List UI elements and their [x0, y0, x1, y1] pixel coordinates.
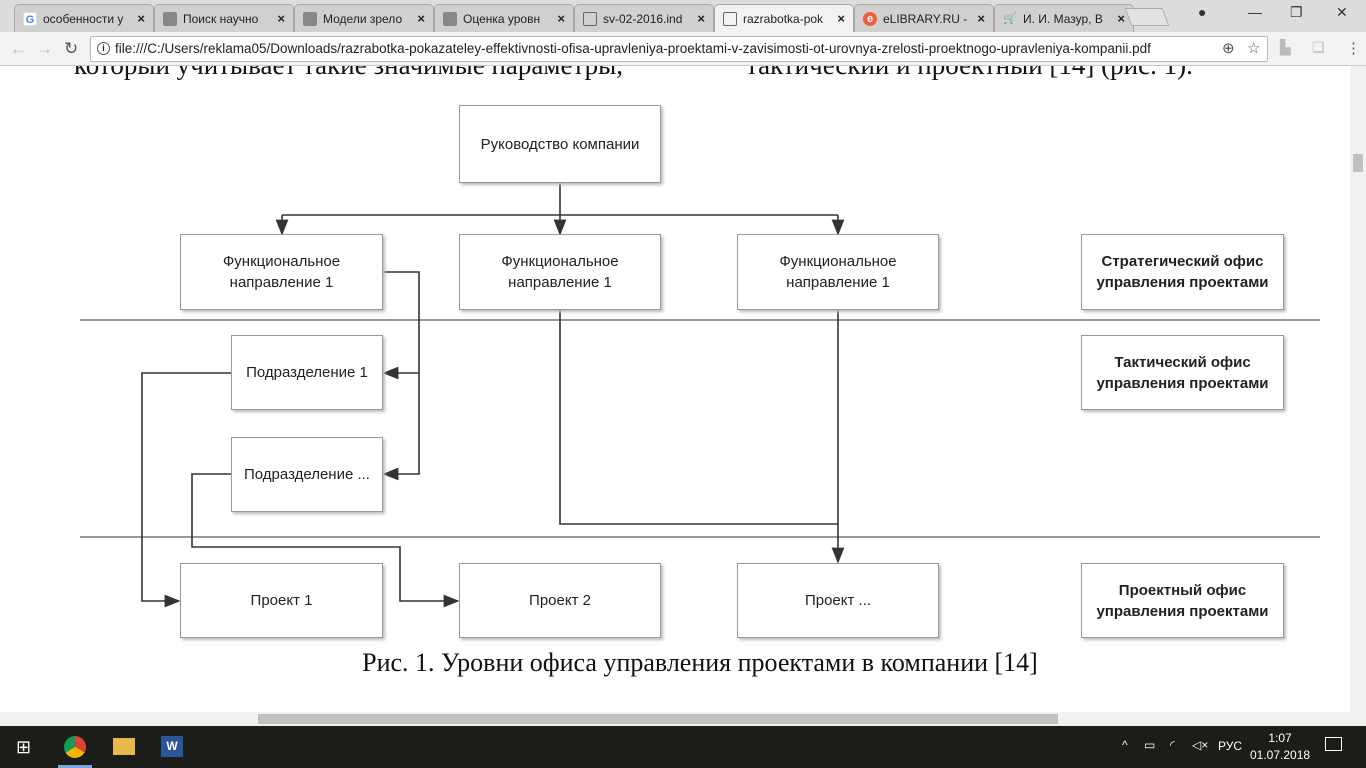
close-tab-icon[interactable]: × — [837, 11, 845, 26]
volume-muted-icon[interactable]: ◁× — [1192, 738, 1209, 752]
tab-title: razrabotka-pok — [743, 11, 824, 26]
scroll-thumb[interactable] — [258, 714, 1058, 724]
close-tab-icon[interactable]: × — [697, 11, 705, 26]
division-box: Подразделение 1 — [231, 335, 383, 410]
tab[interactable]: e eLIBRARY.RU - × — [854, 4, 994, 32]
tab-active[interactable]: razrabotka-pok × — [714, 4, 854, 32]
wifi-icon[interactable]: ◜ — [1170, 738, 1175, 752]
clock-time[interactable]: 1:07 — [1268, 731, 1292, 745]
division-box: Подразделение ... — [231, 437, 383, 512]
figure-caption: Рис. 1. Уровни офиса управления проектам… — [362, 648, 1038, 677]
tab-title: И. И. Мазур, В — [1023, 11, 1103, 26]
extension-icon[interactable]: ❏ — [1312, 39, 1325, 55]
project-box: Проект ... — [737, 563, 939, 638]
google-icon: G — [23, 11, 37, 26]
clock-date[interactable]: 01.07.2018 — [1250, 748, 1311, 762]
body-text: тактический и проектный [14] (рис. 1). — [746, 66, 1193, 81]
tab-title: особенности у — [43, 11, 124, 26]
tab[interactable]: Модели зрело × — [294, 4, 434, 32]
functional-box: Функциональное направление 1 — [459, 234, 661, 310]
language-indicator[interactable]: РУС — [1218, 739, 1243, 753]
tab-title: Оценка уровн — [463, 11, 541, 26]
address-bar[interactable]: i file:///C:/Users/reklama05/Downloads/ra… — [90, 36, 1268, 62]
file-explorer-icon[interactable] — [113, 738, 135, 755]
tab-title: eLIBRARY.RU - — [883, 11, 968, 26]
root-box: Руководство компании — [459, 105, 661, 183]
site-icon — [443, 11, 457, 26]
notifications-icon[interactable] — [1325, 737, 1342, 751]
diagram-connectors — [80, 183, 1320, 608]
tab-title: sv-02-2016.ind — [603, 11, 683, 26]
bookmark-star-icon[interactable]: ☆ — [1247, 40, 1261, 57]
tab[interactable]: 🛒 И. И. Мазур, В × — [994, 4, 1134, 32]
tab-title: Модели зрело — [323, 11, 403, 26]
vertical-scrollbar[interactable] — [1350, 66, 1366, 712]
scroll-thumb[interactable] — [1353, 154, 1363, 172]
document-icon — [723, 11, 737, 26]
document-icon — [583, 11, 597, 26]
info-icon[interactable]: i — [97, 42, 110, 55]
windows-start-icon[interactable]: ⊞ — [16, 737, 32, 757]
site-icon — [303, 11, 317, 26]
tab-title: Поиск научно — [183, 11, 259, 26]
battery-icon[interactable]: ▭ — [1144, 738, 1156, 752]
tray-chevron-icon[interactable]: ^ — [1122, 738, 1128, 752]
functional-box: Функциональное направление 1 — [180, 234, 383, 310]
tab[interactable]: Оценка уровн × — [434, 4, 574, 32]
close-tab-icon[interactable]: × — [137, 11, 145, 26]
tab[interactable]: Поиск научно × — [154, 4, 294, 32]
minimize-icon[interactable]: — — [1248, 4, 1262, 20]
close-tab-icon[interactable]: × — [417, 11, 425, 26]
tactical-level-box: Тактический офис управления проектами — [1081, 335, 1284, 410]
functional-box: Функциональное направление 1 — [737, 234, 939, 310]
forward-icon[interactable]: → — [36, 39, 53, 58]
project-box: Проект 2 — [459, 563, 661, 638]
close-tab-icon[interactable]: × — [977, 11, 985, 26]
tab[interactable]: sv-02-2016.ind × — [574, 4, 714, 32]
project-level-box: Проектный офис управления проектами — [1081, 563, 1284, 638]
reload-icon[interactable]: ↻ — [64, 39, 79, 58]
zoom-icon[interactable]: ⊕ — [1222, 40, 1235, 57]
restore-icon[interactable]: ❐ — [1290, 4, 1303, 20]
close-tab-icon[interactable]: × — [277, 11, 285, 26]
back-icon[interactable]: ← — [10, 39, 27, 58]
cart-icon: 🛒 — [1003, 12, 1017, 25]
pdf-page: который учитывает такие значимые парамет… — [0, 66, 1350, 712]
close-window-icon[interactable]: ✕ — [1336, 4, 1348, 20]
close-tab-icon[interactable]: × — [557, 11, 565, 26]
project-box: Проект 1 — [180, 563, 383, 638]
close-tab-icon[interactable]: × — [1117, 11, 1125, 26]
elibrary-icon: e — [863, 11, 877, 26]
menu-icon[interactable]: ⋮ — [1346, 40, 1361, 57]
chrome-icon[interactable] — [64, 736, 86, 758]
new-tab-button[interactable] — [1124, 8, 1170, 26]
strategic-level-box: Стратегический офис управления проектами — [1081, 234, 1284, 310]
url-text: file:///C:/Users/reklama05/Downloads/raz… — [115, 41, 1151, 56]
horizontal-scrollbar[interactable] — [0, 712, 1366, 726]
pdf-extension-icon[interactable]: ▙ — [1280, 39, 1291, 55]
profile-icon[interactable]: ● — [1198, 4, 1207, 20]
browser-toolbar: ← → ↻ i file:///C:/Users/reklama05/Downlo… — [0, 32, 1366, 66]
body-text: который учитывает такие значимые парамет… — [74, 66, 623, 81]
word-icon[interactable]: W — [161, 736, 183, 757]
site-icon — [163, 11, 177, 26]
taskbar: ⊞ W ^ ▭ ◜ ◁× РУС 1:07 01.07.2018 — [0, 726, 1366, 768]
active-indicator — [58, 765, 92, 768]
